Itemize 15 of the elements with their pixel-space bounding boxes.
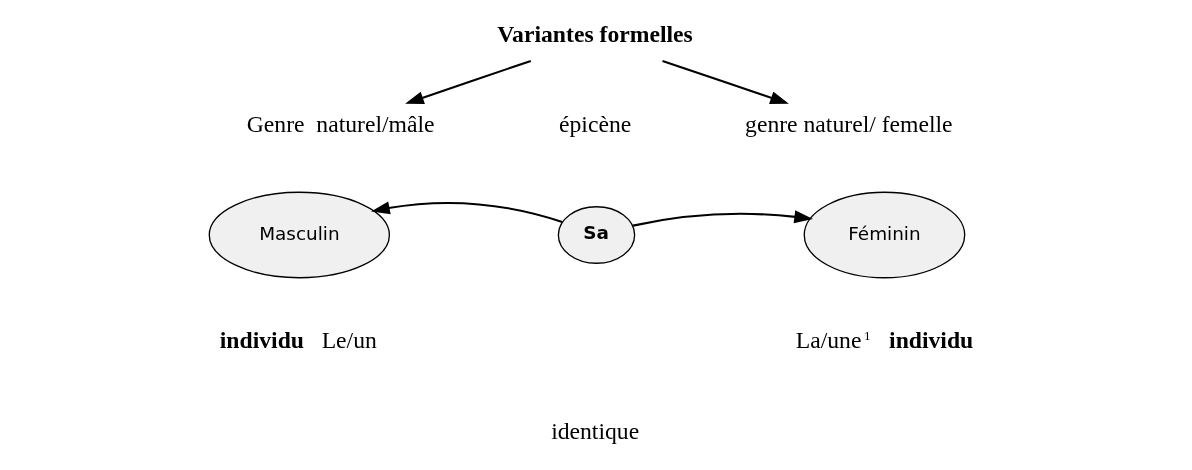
arrow bbox=[404, 59, 531, 104]
label: identique bbox=[550, 417, 639, 444]
node-text: Variantes formelles bbox=[496, 20, 693, 47]
arrow bbox=[661, 59, 789, 105]
node-text: Genre naturel/mâle bbox=[246, 111, 435, 138]
node-label: individu bbox=[888, 326, 973, 353]
arrow bbox=[632, 210, 813, 227]
node-label: Le/un bbox=[321, 326, 377, 353]
node-label: individu bbox=[219, 326, 304, 353]
node-ellipse: Sa bbox=[557, 206, 635, 264]
node-text: genre naturel/ femelle bbox=[744, 111, 953, 138]
label: épicène bbox=[558, 111, 631, 138]
arrow bbox=[370, 201, 562, 223]
node-ellipse: Féminin bbox=[803, 191, 965, 279]
node-label: La/une$^{1}$ bbox=[795, 326, 871, 353]
